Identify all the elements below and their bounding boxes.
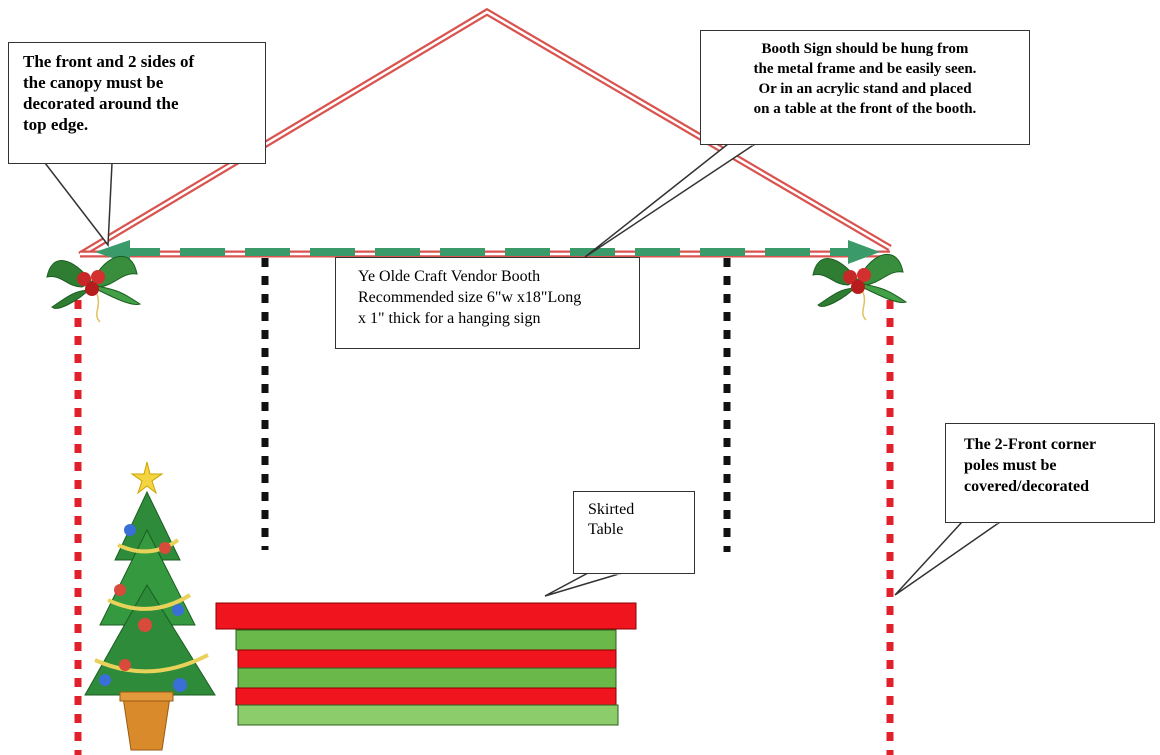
callout-line: decorated around the xyxy=(23,94,179,113)
callout-line: x 1" thick for a hanging sign xyxy=(358,310,541,327)
callout-line: Table xyxy=(588,521,624,538)
callout-line: the metal frame and be easily seen. xyxy=(753,61,977,77)
skirted-table-callout: Skirted Table xyxy=(573,491,695,574)
callout-line: Skirted xyxy=(588,501,635,518)
callout-line: Ye Olde Craft Vendor Booth xyxy=(358,268,541,285)
callout-line: the canopy must be xyxy=(23,73,164,92)
callout-line: Booth Sign should be hung from xyxy=(761,41,969,57)
corner-poles-callout: The 2-Front corner poles must be covered… xyxy=(945,423,1155,523)
booth-sign-label: Ye Olde Craft Vendor Booth Recommended s… xyxy=(335,257,640,349)
booth-sign-callout: Booth Sign should be hung from the metal… xyxy=(700,30,1030,145)
sign-callout-pointer xyxy=(584,143,758,258)
canopy-callout-pointer xyxy=(43,162,113,248)
callout-line: on a table at the front of the booth. xyxy=(753,101,977,117)
poles-callout-pointer xyxy=(894,521,1003,596)
callout-line: top edge. xyxy=(23,115,89,134)
holly-right-icon xyxy=(812,254,908,321)
callout-line: covered/decorated xyxy=(964,478,1089,495)
table-callout-pointer xyxy=(544,572,623,597)
callout-line: Recommended size 6"w x18"Long xyxy=(358,289,582,306)
callout-line: The 2-Front corner xyxy=(964,436,1097,453)
canopy-roof xyxy=(78,7,892,259)
callout-line: poles must be xyxy=(964,457,1057,474)
callout-line: Or in an acrylic stand and placed xyxy=(758,81,972,97)
holly-left-icon xyxy=(46,256,142,323)
skirted-table xyxy=(215,602,637,726)
christmas-tree-icon xyxy=(84,461,216,751)
tree-pot-icon xyxy=(122,696,171,751)
canopy-decoration-callout: The front and 2 sides of the canopy must… xyxy=(8,42,266,164)
callout-line: The front and 2 sides of xyxy=(23,52,195,71)
